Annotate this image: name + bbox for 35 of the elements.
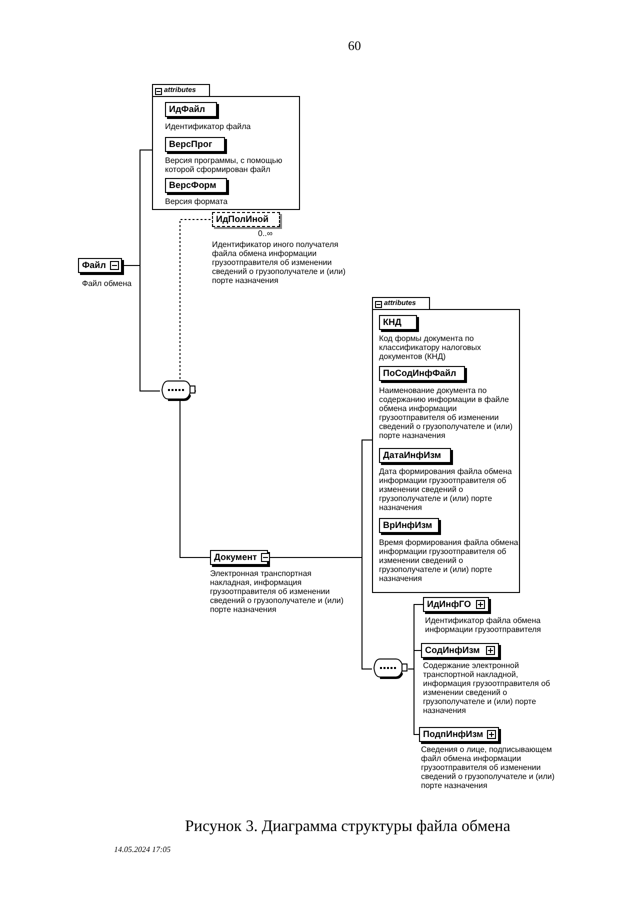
description-text: Код формы документа по классификатору налоговых документов (КНД) [379, 334, 482, 361]
description-text: Идентификатор иного получателя файла обмена информации грузоотправителя об изменении сведений о грузополучателе и (или) порте назначения [212, 240, 347, 285]
description-text: Версия формата [165, 197, 229, 206]
description-text: Время формирования файла обмена информации грузоотправителя об изменении сведений о грузополучателе и (или) порте назначения [379, 538, 519, 583]
description-text: Идентификатор файла обмена информации грузоотправителя [425, 616, 542, 634]
page-number: 60 [348, 37, 361, 55]
connector-line [124, 265, 160, 392]
sequence-compositor [372, 658, 408, 680]
element-box: ДатаИнфИзм [379, 448, 451, 463]
description-text: Файл обмена [82, 279, 133, 288]
description-text: Электронная транспортная накладная, информация грузоотправителя об изменении сведений о грузополучателе и (или) порте назначения [210, 569, 345, 614]
element-box: Документ [210, 550, 268, 565]
description-text: Содержание электронной транспортной накладной, информация грузоотправителя об изменении сведений о грузополучателе и (или) порте назначения [423, 661, 552, 715]
connector-line [408, 668, 420, 735]
description-text: Версия программы, с помощью которой сформирован файл [165, 156, 284, 174]
element-box: ИдИнфГО [423, 597, 489, 612]
element-box: Файл [78, 258, 122, 273]
timestamp-text: 14.05.2024 17:05 [114, 844, 171, 856]
description-text: Идентификатор файла [165, 122, 252, 131]
occurrence-label: 0..∞ [258, 229, 273, 238]
description-text: Сведения о лице, подписывающем файл обмена информации грузоотправителя об изменении сведений о грузополучателе и (или) порте назначения [421, 745, 556, 790]
element-box: ИдФайл [165, 102, 217, 117]
element-box: ВерсФорм [165, 178, 227, 193]
element-box: ПоСодИнфФайл [379, 366, 465, 381]
connector-line [270, 557, 372, 670]
element-box: ВерсПрог [165, 137, 225, 152]
element-box: СодИнфИзм [421, 643, 499, 658]
description-text: Дата формирования файла обмена информации грузоотправителя об изменении сведений о грузополучателе и (или) порте назначения [379, 467, 513, 512]
element-box: ИдПолИной [212, 212, 280, 227]
description-text: Наименование документа по содержанию информации в файле обмена информации грузоотправителя об изменении сведений о грузополучателе и (или) порте назначения [379, 386, 514, 440]
figure-caption: Рисунок 3. Диаграмма структуры файла обмена [185, 817, 512, 837]
sequence-compositor [160, 380, 196, 402]
element-box: ПодпИнфИзм [419, 727, 499, 742]
element-box: КНД [379, 315, 417, 330]
element-box: ВрИнфИзм [379, 518, 439, 533]
